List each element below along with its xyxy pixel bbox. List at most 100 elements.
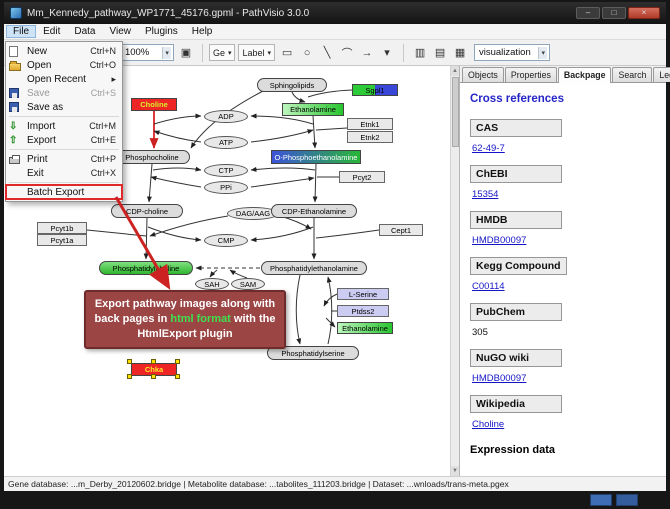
file-menu-export[interactable]: ExportCtrl+E bbox=[6, 133, 122, 147]
pathway-node-cmp[interactable]: CMP bbox=[204, 234, 248, 247]
pathway-node-sgpl1[interactable]: Sgpl1 bbox=[352, 84, 398, 96]
visualization-select[interactable]: visualization ▾ bbox=[474, 44, 550, 61]
scrollbar-thumb[interactable] bbox=[452, 77, 459, 147]
close-button[interactable]: × bbox=[628, 7, 660, 19]
pathway-node-phosphatidylcholine[interactable]: Phosphatidylcholine bbox=[99, 261, 193, 275]
arrow-tool[interactable]: → bbox=[357, 43, 377, 63]
shape-ellipse-tool[interactable]: ○ bbox=[297, 43, 317, 63]
menu-help[interactable]: Help bbox=[185, 25, 220, 38]
statusbar-text: Gene database: ...m_Derby_20120602.bridg… bbox=[8, 479, 509, 489]
label-tool-dropdown-label: Label bbox=[242, 48, 264, 58]
menu-data[interactable]: Data bbox=[67, 25, 102, 38]
pathway-node-ctp[interactable]: CTP bbox=[204, 164, 248, 177]
file-menu-save[interactable]: SaveCtrl+S bbox=[6, 86, 122, 100]
selection-handle[interactable] bbox=[127, 374, 132, 379]
scroll-up-icon[interactable]: ▲ bbox=[451, 66, 459, 76]
titlebar[interactable]: Mm_Kennedy_pathway_WP1771_45176.gpml - P… bbox=[4, 2, 666, 24]
pathway-node-adp[interactable]: ADP bbox=[204, 110, 248, 123]
menu-shortcut: Ctrl+X bbox=[91, 168, 116, 178]
file-menu-new[interactable]: NewCtrl+N bbox=[6, 44, 122, 58]
curve-tool[interactable]: ⌒ bbox=[337, 43, 357, 63]
menu-shortcut: Ctrl+P bbox=[91, 154, 116, 164]
datanode-dropdown[interactable]: Ge▾ bbox=[209, 44, 236, 61]
pathway-node-atp[interactable]: ATP bbox=[204, 136, 248, 149]
pathway-node-o-phosphoethanolamine[interactable]: O-Phosphoethanolamine bbox=[271, 150, 361, 164]
xref-value-cas[interactable]: 62-49-7 bbox=[472, 143, 666, 154]
pathway-node-cdp-ethanolamine[interactable]: CDP-Ethanolamine bbox=[271, 204, 357, 218]
pathway-node-pcyt1a[interactable]: Pcyt1a bbox=[37, 234, 87, 246]
pathway-node-sphingolipids[interactable]: Sphingolipids bbox=[257, 78, 327, 92]
connector-dropdown[interactable]: ▾ bbox=[377, 43, 397, 63]
pathway-node-phosphocholine[interactable]: Phosphocholine bbox=[114, 150, 190, 164]
file-menu-import[interactable]: ImportCtrl+M bbox=[6, 119, 122, 133]
pathway-node-sam[interactable]: SAM bbox=[231, 278, 265, 290]
minimize-button[interactable]: – bbox=[576, 7, 600, 19]
xref-source-cas: CAS bbox=[470, 119, 562, 137]
tab-properties[interactable]: Properties bbox=[505, 67, 557, 82]
pathway-node-etnk2[interactable]: Etnk2 bbox=[347, 131, 393, 143]
pathway-node-cept1[interactable]: Cept1 bbox=[379, 224, 423, 236]
scroll-down-icon[interactable]: ▼ bbox=[451, 466, 459, 476]
tab-search[interactable]: Search bbox=[612, 67, 652, 82]
selection-handle[interactable] bbox=[151, 374, 156, 379]
pathway-node-choline[interactable]: Choline bbox=[131, 98, 177, 111]
selection-handle[interactable] bbox=[175, 359, 180, 364]
xref-value-hmdb[interactable]: HMDB00097 bbox=[472, 235, 666, 246]
zoom-select[interactable]: 100% ▾ bbox=[120, 44, 174, 61]
menu-file[interactable]: File bbox=[6, 25, 36, 38]
xref-value-chebi[interactable]: 15354 bbox=[472, 189, 666, 200]
annotation-callout: Export pathway images along with back pa… bbox=[84, 290, 286, 349]
selection-handle[interactable] bbox=[127, 359, 132, 364]
pathway-node-phosphatidylethanolamine[interactable]: Phosphatidylethanolamine bbox=[261, 261, 367, 275]
menu-separator bbox=[9, 149, 119, 150]
shape-rect-tool[interactable]: ▭ bbox=[277, 43, 297, 63]
tab-legend[interactable]: Legend bbox=[653, 67, 670, 82]
pathway-node-pcyt1b[interactable]: Pcyt1b bbox=[37, 222, 87, 234]
file-menu-open-recent[interactable]: Open Recent▸ bbox=[6, 72, 122, 86]
file-menu-batch-export[interactable]: Batch Export bbox=[6, 185, 122, 199]
pathway-node-cdp-choline[interactable]: CDP-choline bbox=[111, 204, 183, 218]
file-menu-exit[interactable]: ExitCtrl+X bbox=[6, 166, 122, 180]
tab-backpage[interactable]: Backpage bbox=[558, 67, 612, 83]
menu-item-label: New bbox=[27, 46, 90, 57]
export-icon bbox=[9, 135, 27, 146]
pathway-node-ppi[interactable]: PPi bbox=[204, 181, 248, 194]
menu-item-label: Open bbox=[27, 60, 90, 71]
pathway-node-etnk1[interactable]: Etnk1 bbox=[347, 118, 393, 130]
side-panel: ObjectsPropertiesBackpageSearchLegend Cr… bbox=[459, 66, 666, 476]
menu-edit[interactable]: Edit bbox=[36, 25, 67, 38]
align-center-tool[interactable]: ▥ bbox=[410, 43, 430, 63]
xref-value-nugo-wiki[interactable]: HMDB00097 bbox=[472, 373, 666, 384]
menu-plugins[interactable]: Plugins bbox=[138, 25, 185, 38]
line-tool[interactable]: ╲ bbox=[317, 43, 337, 63]
canvas-vertical-scrollbar[interactable]: ▲ ▼ bbox=[450, 66, 459, 476]
pathway-node-sah[interactable]: SAH bbox=[195, 278, 229, 290]
label-tool-dropdown[interactable]: Label▾ bbox=[238, 44, 275, 61]
blank-icon bbox=[9, 168, 19, 178]
menubar: FileEditDataViewPluginsHelp bbox=[4, 24, 666, 40]
maximize-button[interactable]: □ bbox=[602, 7, 626, 19]
xref-value-kegg-compound[interactable]: C00114 bbox=[472, 281, 666, 292]
file-menu-print[interactable]: PrintCtrl+P bbox=[6, 152, 122, 166]
pathway-node-ptdss2[interactable]: Ptdss2 bbox=[337, 305, 389, 317]
file-menu-open[interactable]: OpenCtrl+O bbox=[6, 58, 122, 72]
xref-value-wikipedia[interactable]: Choline bbox=[472, 419, 666, 430]
file-menu-save-as[interactable]: Save as bbox=[6, 100, 122, 114]
pathway-node-pcyt2[interactable]: Pcyt2 bbox=[339, 171, 385, 183]
chevron-down-icon: ▾ bbox=[228, 49, 232, 57]
zoom-fit-button[interactable]: ▣ bbox=[176, 43, 196, 63]
pathway-node-ethanolamine-bottom[interactable]: Ethanolamine bbox=[337, 322, 393, 334]
print-icon bbox=[9, 157, 20, 164]
stack-vertical-tool[interactable]: ▦ bbox=[450, 43, 470, 63]
app-icon bbox=[10, 7, 22, 19]
pathway-node-ethanolamine-top[interactable]: Ethanolamine bbox=[282, 103, 344, 116]
menu-view[interactable]: View bbox=[102, 25, 138, 38]
selection-handle[interactable] bbox=[175, 374, 180, 379]
pathway-node-l-serine[interactable]: L-Serine bbox=[337, 288, 389, 300]
tab-objects[interactable]: Objects bbox=[462, 67, 504, 82]
align-middle-tool[interactable]: ▤ bbox=[430, 43, 450, 63]
xref-source-nugo-wiki: NuGO wiki bbox=[470, 349, 562, 367]
selection-handle[interactable] bbox=[151, 359, 156, 364]
menu-separator bbox=[9, 116, 119, 117]
import-icon bbox=[9, 121, 27, 132]
